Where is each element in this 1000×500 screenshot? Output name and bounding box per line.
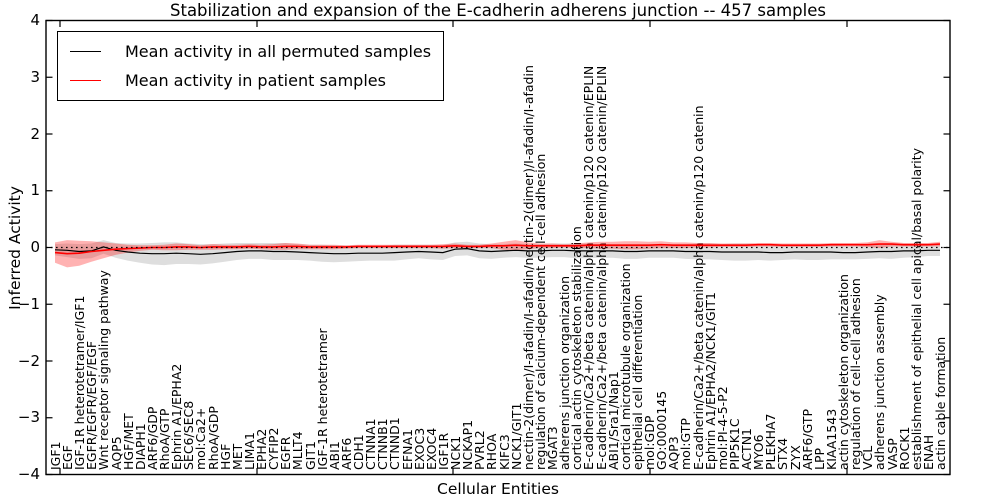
red-line-sample-icon bbox=[70, 80, 101, 81]
y-tick-label: 4 bbox=[30, 11, 40, 29]
y-tick-label: 2 bbox=[30, 124, 40, 143]
x-axis-label: Cellular Entities bbox=[437, 480, 559, 498]
y-tick-label: 3 bbox=[30, 67, 40, 86]
y-tick-label: 0 bbox=[30, 238, 40, 256]
legend-entry-permuted: Mean activity in all permuted samples bbox=[70, 37, 431, 66]
y-tick-label: −1 bbox=[17, 294, 40, 313]
y-tick-label: −4 bbox=[17, 465, 40, 483]
black-line-sample-icon bbox=[70, 51, 101, 52]
y-tick-label: −3 bbox=[17, 408, 40, 427]
legend: Mean activity in all permuted samples Me… bbox=[57, 31, 445, 101]
axis-ticks bbox=[46, 19, 950, 476]
permuted-mean-line bbox=[54, 246, 940, 255]
chart-title: Stabilization and expansion of the E-cad… bbox=[170, 1, 826, 20]
legend-label-patient: Mean activity in patient samples bbox=[125, 71, 386, 90]
y-tick-label: 1 bbox=[30, 181, 40, 200]
y-tick-label: −2 bbox=[17, 351, 40, 370]
legend-entry-patient: Mean activity in patient samples bbox=[70, 66, 431, 95]
legend-label-permuted: Mean activity in all permuted samples bbox=[125, 42, 432, 61]
